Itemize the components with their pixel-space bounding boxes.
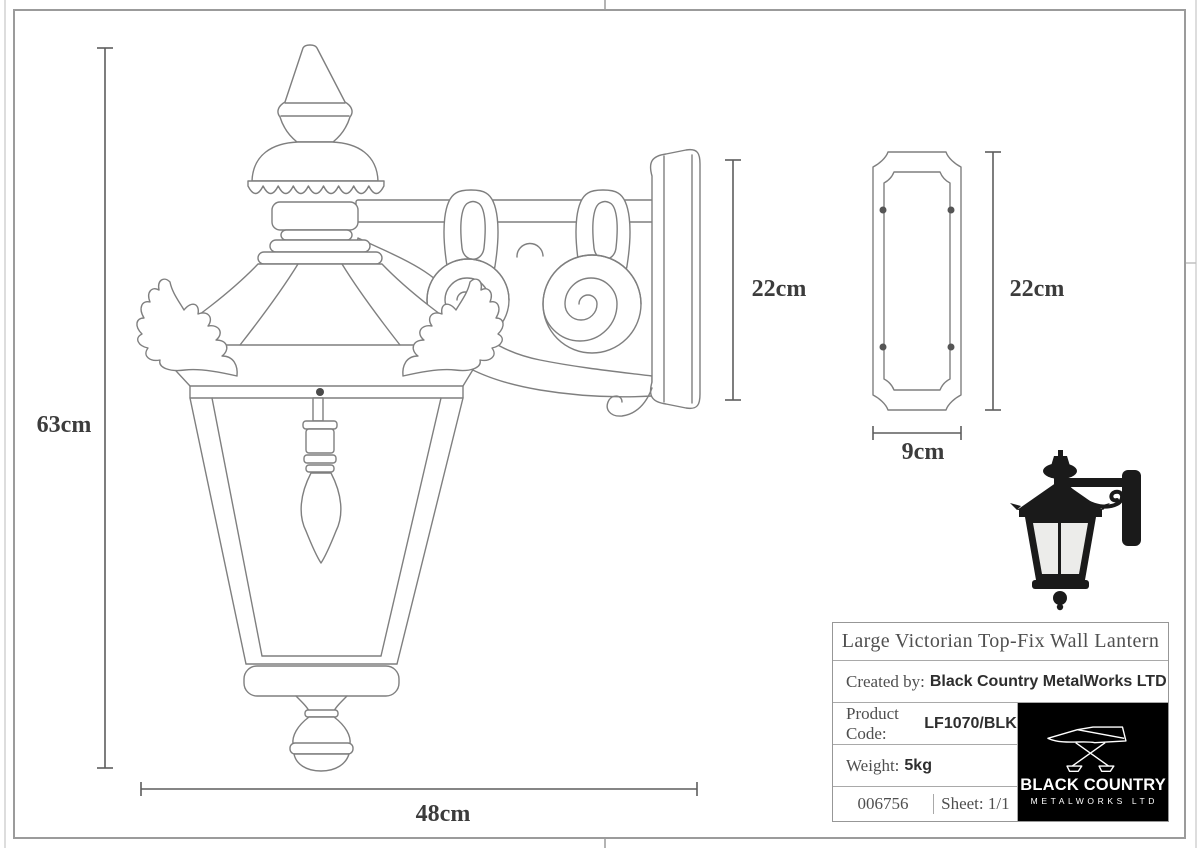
screw-hole: [947, 343, 955, 351]
drawing-number-cell: 006756: [833, 794, 934, 814]
created-by-label: Created by:: [846, 671, 925, 691]
weight-row: Weight: 5kg: [833, 745, 1017, 787]
light-bulb: [300, 397, 342, 564]
screw-hole: [947, 206, 955, 214]
bracket-foot-curl: [606, 387, 653, 417]
product-code-label: Product Code:: [846, 703, 899, 743]
screw-hole: [879, 206, 887, 214]
product-code-row: Product Code: LF1070/BLK: [833, 703, 1017, 745]
lantern-collar: [257, 201, 383, 265]
title-block: Large Victorian Top-Fix Wall Lantern Cre…: [832, 622, 1169, 822]
created-by-value: Black Country MetalWorks LTD: [929, 672, 1167, 690]
photo-lantern-icon: [1010, 450, 1141, 611]
bracket-c-scroll: [516, 242, 544, 258]
anvil-icon: [1047, 726, 1127, 772]
dimension-lantern-height: [97, 47, 113, 769]
dimension-labels: 63cm 22cm 22cm 9cm 48cm: [37, 276, 1065, 827]
roof-leaf-left: [136, 278, 238, 377]
product-code-value: LF1070/BLK: [924, 714, 1017, 732]
lantern-base-finial: [289, 695, 354, 772]
drawing-title: Large Victorian Top-Fix Wall Lantern: [833, 623, 1168, 661]
screw-hole: [879, 343, 887, 351]
logo-box: BLACK COUNTRY METALWORKS LTD: [1017, 703, 1168, 821]
lantern-dome: [247, 141, 385, 195]
lantern-width-label: 48cm: [416, 801, 471, 827]
weight-value: 5kg: [904, 756, 932, 774]
dimension-lantern-width: [140, 782, 698, 796]
page-border: [13, 9, 1186, 839]
bracket-scroll-right: [542, 254, 642, 354]
dimension-lines: [97, 47, 1001, 796]
dimension-bracket-height: [725, 159, 741, 401]
weight-label: Weight:: [846, 755, 900, 775]
dimension-backplate-height: [985, 151, 1001, 411]
product-photo: [1010, 450, 1141, 611]
sheet-cell: Sheet: 1/1: [941, 794, 1010, 813]
wall-plate-side-view: [649, 148, 701, 410]
lantern-front-view: [136, 44, 504, 772]
backplate-width-label: 9cm: [902, 439, 945, 465]
lantern-height-label: 63cm: [37, 412, 92, 438]
created-by-row: Created by: Black Country MetalWorks LTD: [833, 661, 1168, 703]
bracket-height-label: 22cm: [752, 276, 807, 302]
logo-line2: METALWORKS LTD: [1030, 795, 1159, 806]
lantern-finial: [277, 44, 353, 143]
roof-leaf-right: [402, 278, 504, 377]
backplate-height-label: 22cm: [1010, 276, 1065, 302]
wall-bracket-drawing: [351, 148, 701, 417]
dimension-backplate-width: [872, 426, 962, 440]
wall-plate-front-view: [872, 151, 962, 411]
screw-dot: [316, 388, 324, 396]
lantern-bottom-band: [243, 665, 400, 697]
logo-line1: BLACK COUNTRY: [1020, 774, 1166, 794]
bracket-strap-left: [443, 189, 499, 283]
